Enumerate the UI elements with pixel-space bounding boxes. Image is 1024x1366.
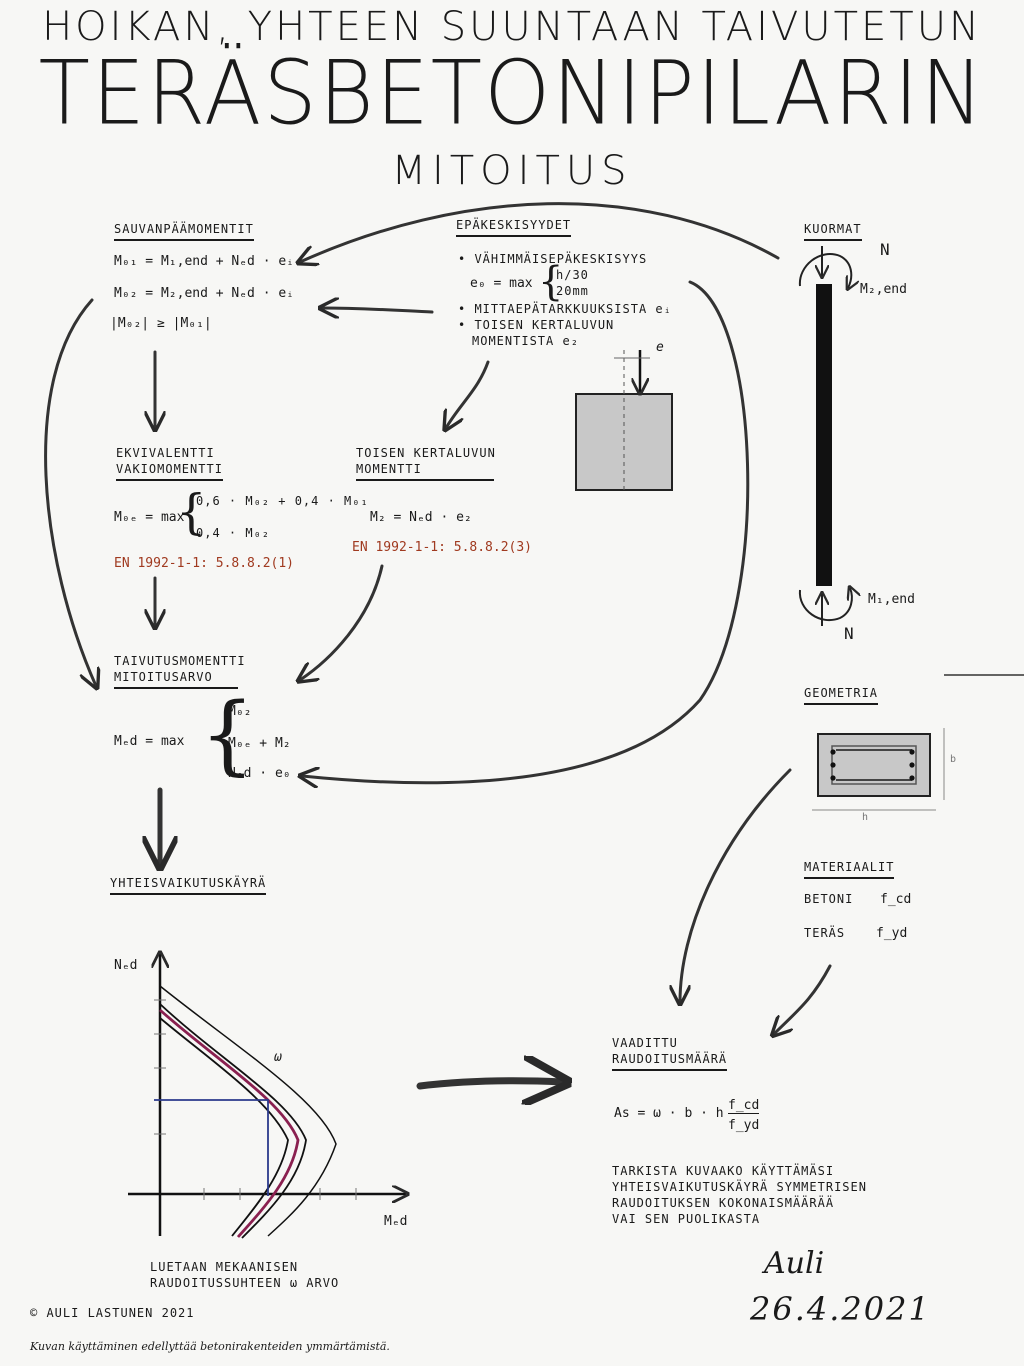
second-order-header-2: MOMENTTI (356, 462, 494, 481)
material-steel: TERÄS (804, 926, 846, 940)
interaction-header: YHTEISVAIKUTUSKÄYRÄ (110, 876, 267, 895)
design-header-1: TAIVUTUSMOMENTTI (114, 654, 246, 668)
interaction-diagram (128, 954, 406, 1239)
load-n-top: N (880, 240, 890, 259)
end-moment-eq-2: M₀₂ = M₂,end + Nₑd · eᵢ (114, 286, 295, 301)
design-lhs: Mₑd = max (114, 734, 185, 749)
design-option-1: M₀₂ (228, 704, 252, 719)
design-option-2: M₀ₑ + M₂ (228, 736, 291, 751)
end-moments-header: SAUVANPÄÄMOMENTIT (114, 222, 254, 241)
end-moment-eq-1: M₀₁ = M₁,end + Nₑd · eᵢ (114, 254, 295, 269)
e0-option-1: h/30 (556, 268, 589, 282)
reinf-note-4: VAI SEN PUOLIKASTA (612, 1212, 761, 1226)
interaction-x-axis-label: Mₑd (384, 1214, 408, 1229)
interaction-note-1: LUETAAN MEKAANISEN (150, 1260, 299, 1274)
title-line-2: TERÄSBETONIPILARIN (38, 41, 986, 145)
reinf-eq-denominator: f_yd (728, 1118, 760, 1133)
second-order-bullet-2: MOMENTISTA e₂ (472, 334, 579, 348)
title-line-3: MITOITUS (391, 148, 633, 194)
design-header-2: MITOITUSARVO (114, 670, 238, 689)
copyright: © AULI LASTUNEN 2021 (30, 1306, 195, 1320)
equivalent-ref: EN 1992-1-1: 5.8.8.2(1) (114, 556, 295, 571)
eccentricities-header: EPÄKESKISYYDET (456, 218, 572, 237)
interaction-omega-label: ω (274, 1050, 282, 1065)
signature: Auli (764, 1246, 825, 1281)
geometry-h-label: h (862, 812, 869, 823)
reinf-header-2: RAUDOITUSMÄÄRÄ (612, 1052, 728, 1071)
interaction-note-2: RAUDOITUSSUHTEEN ω ARVO (150, 1276, 340, 1290)
end-moment-eq-3: |M₀₂| ≥ |M₀₁| (110, 316, 212, 331)
equivalent-option-2: 0,4 · M₀₂ (196, 526, 271, 540)
load-m2-end: M₂,end (860, 282, 907, 297)
second-order-bullet: • TOISEN KERTALUVUN (458, 318, 615, 332)
arrow-loads-to-end-moments (300, 202, 780, 262)
design-brace: { (200, 685, 255, 785)
loads-header: KUORMAT (804, 222, 862, 241)
arrow-interaction-to-reinf (416, 1081, 562, 1086)
geometry-header: GEOMETRIA (804, 686, 879, 705)
arrow-end-to-design (44, 298, 96, 686)
interaction-y-axis-label: Nₑd (114, 958, 138, 973)
e0-brace: { (538, 259, 564, 305)
design-option-3: Nₑd · e₀ (228, 766, 291, 781)
equivalent-lhs: M₀ₑ = max (114, 510, 185, 525)
equivalent-brace: { (176, 484, 207, 540)
arrow-materials-to-reinf (774, 964, 832, 1034)
material-concrete-symbol: f_cd (880, 892, 912, 907)
second-order-ref: EN 1992-1-1: 5.8.8.2(3) (352, 540, 533, 555)
load-n-bottom: N (844, 624, 854, 643)
e0-lhs: e₀ = max (470, 276, 533, 291)
equivalent-header-2: VAKIOMOMENTTI (116, 462, 223, 481)
arrow-second-to-design (300, 564, 384, 680)
reinf-note-1: TARKISTA KUVAAKO KÄYTTÄMÄSI (612, 1164, 835, 1178)
reinf-note-3: RAUDOITUKSEN KOKONAISMÄÄRÄÄ (612, 1196, 835, 1210)
equivalent-option-1: 0,6 · M₀₂ + 0,4 · M₀₁ (196, 494, 369, 508)
equivalent-header-1: EKVIVALENTTI (116, 446, 215, 460)
arrow-ecc-to-design (302, 280, 750, 783)
reinf-eq: As = ω · b · h (614, 1106, 724, 1121)
eccentric-section-sketch (575, 350, 673, 491)
title-line-1: HOIKAN, YHTEEN SUUNTAAN TAIVUTETUN (42, 4, 982, 50)
material-steel-symbol: f_yd (876, 926, 908, 941)
arrow-ecc-to-end-moments (322, 308, 434, 312)
reinf-note-2: YHTEISVAIKUTUSKÄYRÄ SYMMETRISEN (612, 1180, 867, 1194)
disclaimer: Kuvan käyttäminen edellyttää betoniraken… (30, 1340, 390, 1353)
arrow-ecc-to-second (446, 360, 490, 428)
column-sketch (798, 246, 852, 626)
reinf-eq-numerator: f_cd (728, 1098, 760, 1114)
arrow-geometry-to-reinf (680, 768, 792, 1002)
geometry-b-label: b (950, 754, 957, 765)
reinf-header-1: VAADITTU (612, 1036, 678, 1050)
second-order-eq: M₂ = Nₑd · e₂ (370, 510, 472, 525)
min-eccentricity-bullet: • VÄHIMMÄISEPÄKESKISYYS (458, 252, 648, 266)
second-order-header-1: TOISEN KERTALUVUN (356, 446, 496, 460)
geometry-section-sketch (812, 728, 945, 811)
imperfection-bullet: • MITTAEPÄTARKKUUKSISTA eᵢ (458, 302, 672, 316)
e0-option-2: 20mm (556, 284, 589, 298)
date: 26.4.2021 (750, 1290, 931, 1328)
eccentricity-e-label: e (656, 340, 664, 355)
material-concrete: BETONI (804, 892, 854, 906)
materials-header: MATERIAALIT (804, 860, 895, 879)
load-m1-end: M₁,end (868, 592, 915, 607)
